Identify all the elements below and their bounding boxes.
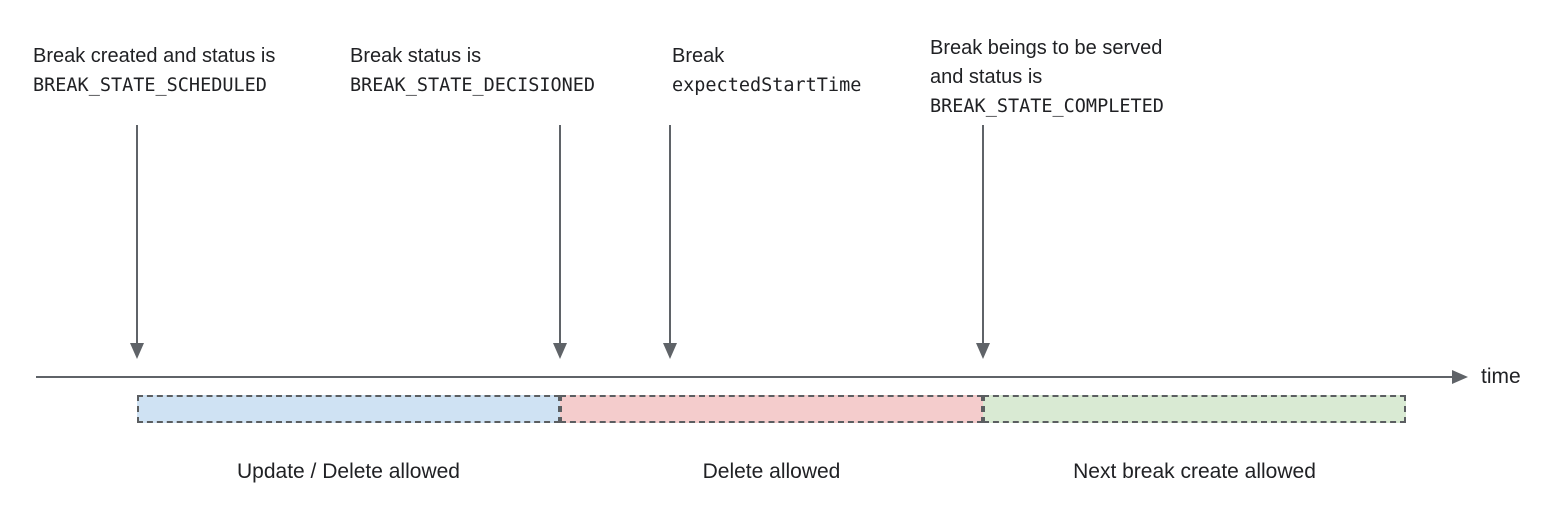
annotation-text: Break created and status is <box>33 45 276 67</box>
segment-label-next-break-create: Next break create allowed <box>1073 460 1316 483</box>
time-axis-line <box>36 376 1454 378</box>
annotation-field-code: expectedStartTime <box>672 75 862 96</box>
arrow-down-icon <box>663 343 677 359</box>
arrow-right-icon <box>1452 370 1468 384</box>
annotation-break-completed: Break beings to be served and status is … <box>930 34 1164 121</box>
time-axis-label: time <box>1481 365 1521 388</box>
annotation-state-code: BREAK_STATE_COMPLETED <box>930 96 1164 117</box>
annotation-text: and status is <box>930 66 1043 88</box>
arrow-down-icon <box>553 343 567 359</box>
annotation-text: Break <box>672 45 725 67</box>
annotation-text: Break beings to be served <box>930 37 1163 59</box>
segment-next-break-create-allowed <box>983 395 1406 423</box>
annotation-break-created: Break created and status is BREAK_STATE_… <box>33 42 275 100</box>
event-arrow-break-decisioned <box>553 125 567 359</box>
segment-delete-allowed <box>560 395 983 423</box>
annotation-state-code: BREAK_STATE_SCHEDULED <box>33 75 267 96</box>
arrow-down-icon <box>130 343 144 359</box>
event-arrow-expected-start-time <box>663 125 677 359</box>
arrow-down-icon <box>976 343 990 359</box>
segment-update-delete-allowed <box>137 395 560 423</box>
segment-label-update-delete: Update / Delete allowed <box>237 460 460 483</box>
annotation-expected-start-time: Break expectedStartTime <box>672 42 861 100</box>
event-arrow-break-created <box>130 125 144 359</box>
segment-label-delete: Delete allowed <box>702 460 841 483</box>
annotation-text: Break status is <box>350 45 482 67</box>
event-arrow-break-completed <box>976 125 990 359</box>
annotation-state-code: BREAK_STATE_DECISIONED <box>350 75 596 96</box>
annotation-break-decisioned: Break status is BREAK_STATE_DECISIONED <box>350 42 595 100</box>
